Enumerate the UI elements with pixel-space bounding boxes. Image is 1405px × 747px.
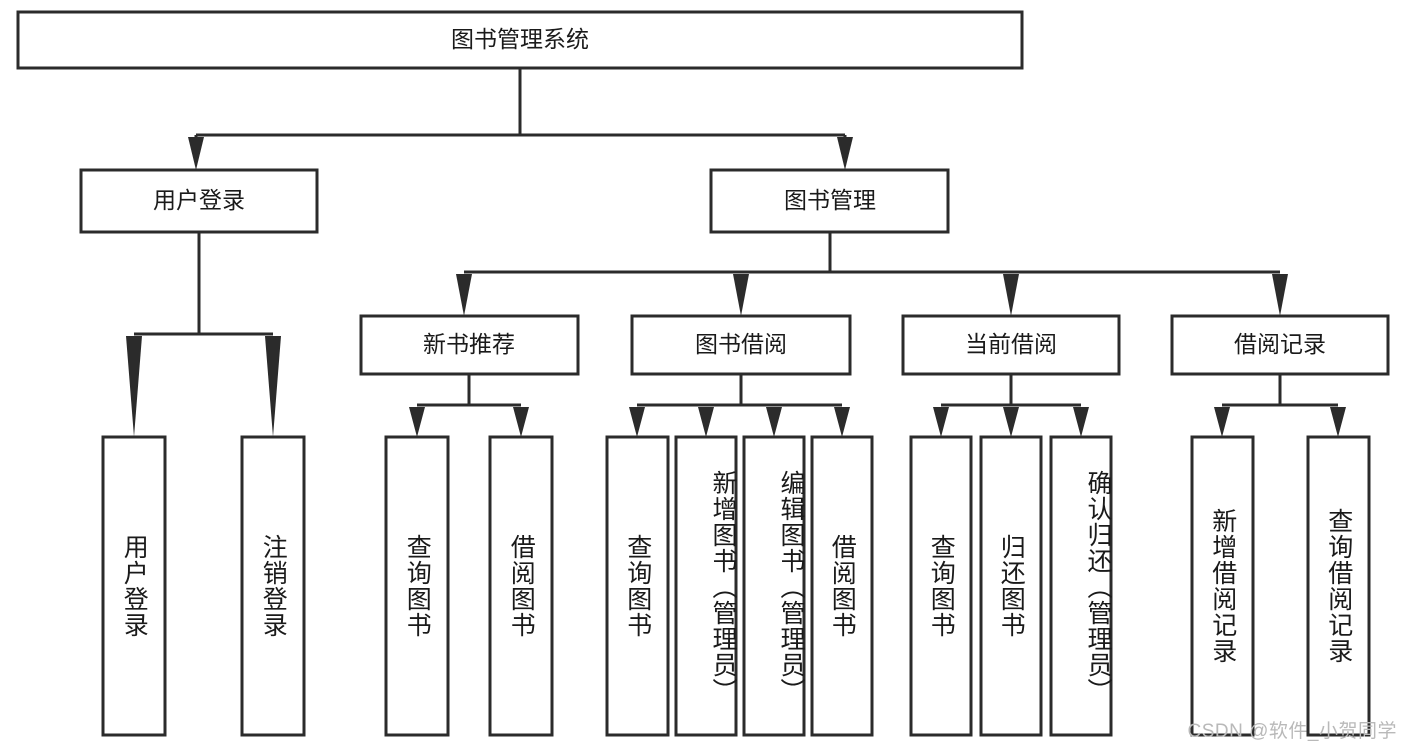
node-root-label: 图书管理系统 xyxy=(451,26,589,52)
leaf-box-query-book-2[interactable] xyxy=(605,435,670,737)
connector-currentborrow-to-leaves xyxy=(933,374,1089,437)
arrow-to-leaf-logout xyxy=(265,336,281,437)
connector-root-to-level2 xyxy=(188,68,853,170)
arrow-to-current-borrow xyxy=(1003,274,1019,316)
connector-bookborrow-to-leaves xyxy=(629,374,850,437)
node-current-borrow[interactable]: 当前借阅 xyxy=(901,314,1121,376)
leaf-box-add-borrow-record[interactable] xyxy=(1190,435,1255,737)
arrow-to-leaf-user-login xyxy=(126,336,142,437)
node-book-management-label: 图书管理 xyxy=(784,187,876,213)
arrow-to-leaf-add-book xyxy=(698,407,714,437)
leaf-box-query-book-3[interactable] xyxy=(909,435,973,737)
node-borrow-record-label: 借阅记录 xyxy=(1234,331,1326,357)
leaf-box-borrow-book-1[interactable] xyxy=(488,435,554,737)
arrow-to-new-book-recommend xyxy=(456,274,472,316)
csdn-watermark: CSDN @软件_小贺同学 xyxy=(1187,721,1397,742)
leaf-box-logout[interactable] xyxy=(240,435,306,737)
leaf-box-query-borrow-record[interactable] xyxy=(1306,435,1371,737)
arrow-to-user-login xyxy=(188,137,204,170)
connector-bookmanage-to-level3 xyxy=(456,232,1288,316)
leaf-box-user-login[interactable] xyxy=(101,435,167,737)
arrow-to-leaf-query-book-3 xyxy=(933,407,949,437)
arrow-to-leaf-borrow-book-2 xyxy=(834,407,850,437)
arrow-to-borrow-record xyxy=(1272,274,1288,316)
arrow-to-leaf-query-record xyxy=(1330,407,1346,437)
arrow-to-leaf-borrow-book-1 xyxy=(513,407,529,437)
leaf-box-return-book[interactable] xyxy=(979,435,1043,737)
node-user-login[interactable]: 用户登录 xyxy=(79,168,319,234)
leaf-box-edit-book[interactable] xyxy=(742,435,806,737)
connector-borrowrecord-to-leaves xyxy=(1214,374,1346,437)
arrow-to-book-manage xyxy=(837,137,853,170)
arrow-to-leaf-confirm-return xyxy=(1073,407,1089,437)
arrow-to-leaf-query-book-2 xyxy=(629,407,645,437)
connector-newbook-to-leaves xyxy=(409,374,529,437)
leaf-box-borrow-book-2[interactable] xyxy=(810,435,874,737)
arrow-to-leaf-return-book xyxy=(1003,407,1019,437)
node-root-book-management-system[interactable]: 图书管理系统 xyxy=(16,10,1024,70)
leaf-box-query-book-1[interactable] xyxy=(384,435,450,737)
leaf-box-add-book[interactable] xyxy=(674,435,738,737)
node-book-borrow-label: 图书借阅 xyxy=(695,331,787,357)
arrow-to-book-borrow xyxy=(733,274,749,316)
node-book-borrow[interactable]: 图书借阅 xyxy=(630,314,852,376)
arrow-to-leaf-edit-book xyxy=(766,407,782,437)
leaf-box-confirm-return[interactable] xyxy=(1049,435,1113,737)
connector-userlogin-to-leaves xyxy=(126,232,281,437)
node-current-borrow-label: 当前借阅 xyxy=(965,331,1057,357)
node-borrow-record[interactable]: 借阅记录 xyxy=(1170,314,1390,376)
node-new-book-recommend[interactable]: 新书推荐 xyxy=(359,314,580,376)
node-new-book-recommend-label: 新书推荐 xyxy=(423,331,515,357)
node-book-management[interactable]: 图书管理 xyxy=(709,168,950,234)
node-user-login-label: 用户登录 xyxy=(153,187,245,213)
arrow-to-leaf-add-record xyxy=(1214,407,1230,437)
arrow-to-leaf-query-book-1 xyxy=(409,407,425,437)
